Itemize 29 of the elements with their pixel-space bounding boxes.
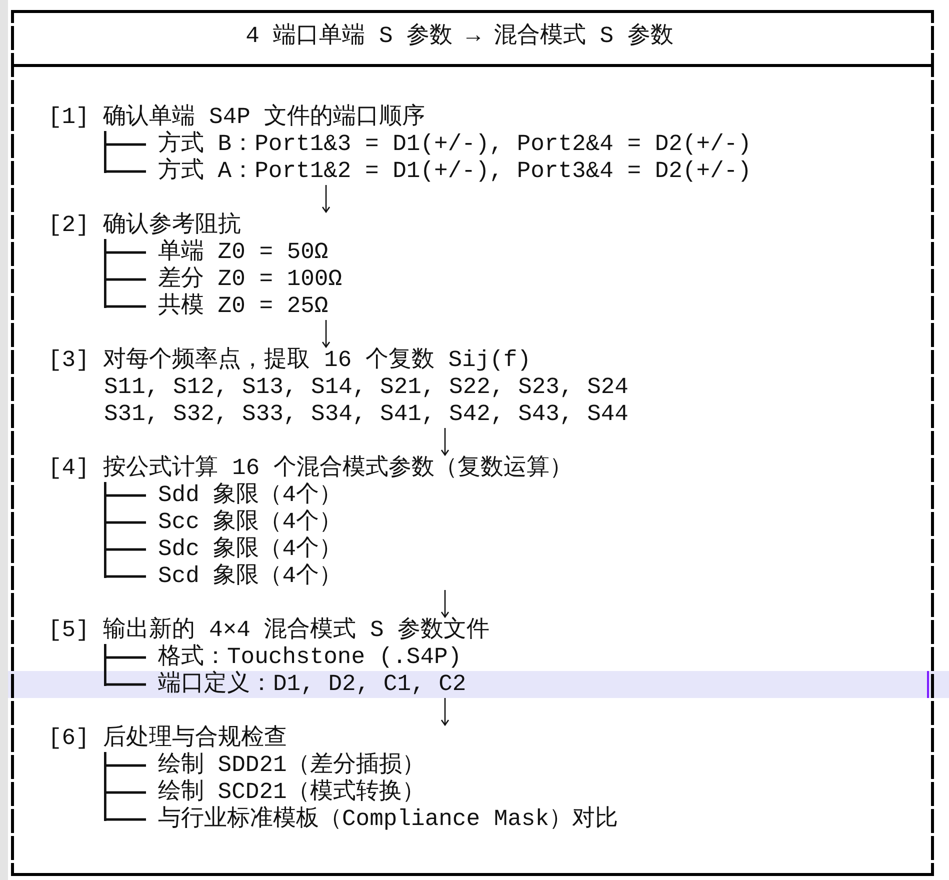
list-item: 共模 Z0 = 25Ω <box>158 293 328 320</box>
list-item: 单端 Z0 = 50Ω <box>158 239 328 266</box>
list-item: 与行业标准模板（Compliance Mask）对比 <box>158 806 618 833</box>
list-item: S31, S32, S33, S34, S41, S42, S43, S44 <box>104 401 628 428</box>
list-item: 格式：Touchstone (.S4P) <box>158 644 462 670</box>
list-item: 绘制 SDD21（差分插损） <box>158 752 425 779</box>
step-heading: [2] 确认参考阻抗 <box>48 212 242 239</box>
list-item: Scc 象限（4个） <box>158 509 342 536</box>
frame-box <box>11 10 934 876</box>
arrow <box>322 185 330 213</box>
list-item: 方式 A：Port1&2 = D1(+/-), Port3&4 = D2(+/-) <box>158 158 752 185</box>
arrow <box>440 428 450 456</box>
list-item: 差分 Z0 = 100Ω <box>158 266 342 293</box>
list-item: S11, S12, S13, S14, S21, S22, S23, S24 <box>104 374 628 401</box>
list-item: Scd 象限（4个） <box>158 563 342 590</box>
arrow <box>440 590 450 618</box>
list-item: Sdc 象限（4个） <box>158 536 342 563</box>
list-item: 端口定义：D1, D2, C1, C2 <box>158 671 466 698</box>
arrow <box>440 698 450 726</box>
step-heading: [6] 后处理与合规检查 <box>48 725 288 752</box>
title-band: 4 端口单端 S 参数 → 混合模式 S 参数 <box>11 13 934 67</box>
step-heading: [3] 对每个频率点，提取 16 个复数 Sij(f) <box>48 347 532 374</box>
step-heading: [1] 确认单端 S4P 文件的端口顺序 <box>48 104 426 130</box>
arrow <box>322 320 330 348</box>
list-item: Sdd 象限（4个） <box>158 482 342 509</box>
list-item: 方式 B：Port1&3 = D1(+/-), Port2&4 = D2(+/-) <box>158 131 752 158</box>
step-heading: [5] 输出新的 4×4 混合模式 S 参数文件 <box>48 617 490 644</box>
step-heading: [4] 按公式计算 16 个混合模式参数（复数运算） <box>48 455 572 482</box>
list-item: 绘制 SCD21（模式转换） <box>158 779 425 806</box>
